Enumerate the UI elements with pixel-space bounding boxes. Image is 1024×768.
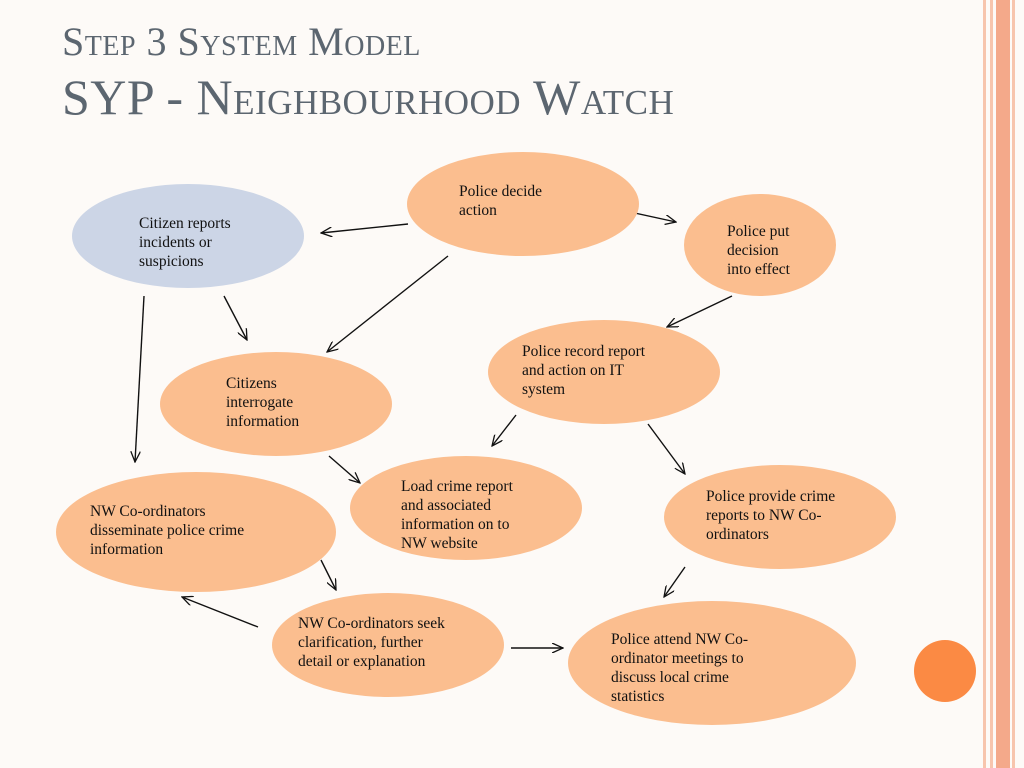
- arrow-police-decide-action-to-citizens-interrogate: [327, 255, 449, 352]
- stripe: [1012, 0, 1015, 768]
- arrow-police-record-report-to-police-provide-reports: [647, 423, 685, 474]
- node-label-load-crime-report: Load crime report and associated informa…: [401, 478, 513, 552]
- node-police-attend-meetings: [568, 601, 856, 725]
- node-police-provide-reports: [664, 465, 896, 569]
- slide-title: Step 3 System Model: [62, 19, 421, 64]
- node-label-citizens-interrogate: Citizens interrogate information: [226, 375, 300, 430]
- stripe: [983, 0, 986, 768]
- node-label-police-provide-reports: Police provide crime reports to NW Co- o…: [706, 488, 836, 543]
- node-load-crime-report: [350, 456, 582, 560]
- node-label-citizen-reports: Citizen reports incidents or suspicions: [139, 215, 231, 270]
- stripe: [990, 0, 993, 768]
- node-label-police-record-report: Police record report and action on IT sy…: [522, 343, 646, 398]
- arrow-police-provide-reports-to-police-attend-meetings: [664, 566, 686, 597]
- arrow-citizens-interrogate-to-load-crime-report: [328, 455, 360, 483]
- node-police-put-decision: [684, 194, 836, 296]
- node-label-nw-seek-clarification: NW Co-ordinators seek clarification, fur…: [298, 615, 445, 670]
- arrow-police-decide-action-to-citizen-reports: [321, 223, 409, 233]
- node-police-record-report: [488, 320, 720, 424]
- arrow-nw-seek-clarification-to-nw-disseminate: [182, 597, 259, 628]
- arrow-police-record-report-to-load-crime-report: [492, 414, 517, 446]
- arrow-citizen-reports-to-nw-disseminate: [135, 295, 145, 462]
- node-label-police-put-decision: Police put decision into effect: [727, 223, 790, 278]
- node-nw-disseminate: [56, 472, 336, 592]
- stripe: [996, 0, 1010, 768]
- node-nw-seek-clarification: [272, 593, 504, 697]
- node-citizen-reports: [72, 184, 304, 288]
- slide-subtitle: SYP - Neighbourhood Watch: [62, 69, 675, 125]
- node-label-police-attend-meetings: Police attend NW Co- ordinator meetings …: [611, 631, 749, 705]
- node-label-police-decide-action: Police decide action: [459, 183, 543, 219]
- arrow-police-put-decision-to-police-record-report: [667, 295, 733, 327]
- node-citizens-interrogate: [160, 352, 392, 456]
- arrow-citizen-reports-to-citizens-interrogate: [223, 295, 247, 340]
- node-police-decide-action: [407, 152, 639, 256]
- arrow-nw-disseminate-to-nw-seek-clarification: [320, 559, 336, 590]
- decorative-circle: [914, 640, 976, 702]
- node-label-nw-disseminate: NW Co-ordinators disseminate police crim…: [90, 503, 245, 558]
